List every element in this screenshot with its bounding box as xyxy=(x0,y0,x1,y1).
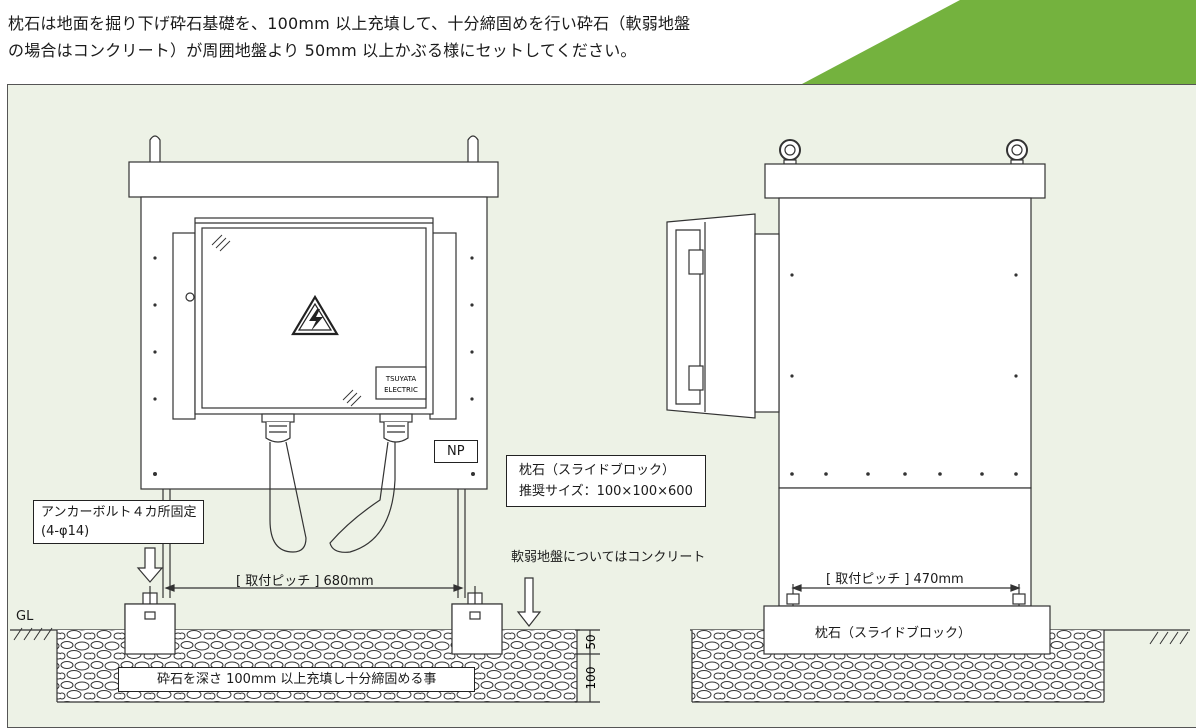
cable-right xyxy=(329,441,396,553)
cable-gland-right xyxy=(379,413,413,443)
side-eye-bolt-right xyxy=(1006,139,1028,165)
pitch-front-label: [ 取付ピッチ ] 680mm xyxy=(236,574,374,589)
front-lifting-hook-right xyxy=(467,135,479,162)
front-roof xyxy=(128,161,499,198)
soft-ground-label: 軟弱地盤についてはコンクリート xyxy=(511,550,706,565)
maker-logo xyxy=(375,366,427,400)
side-body xyxy=(778,197,1032,489)
side-eye-bolt-left xyxy=(779,139,801,165)
lock-icon xyxy=(185,292,195,302)
side-pillow-stone xyxy=(763,605,1051,655)
side-roof xyxy=(764,163,1046,199)
side-base-frame xyxy=(778,487,1032,607)
gravel-note: 砕石を深さ 100mm 以上充填し十分締固める事 xyxy=(118,667,476,692)
pillow-stone-note-line-1: 枕石（スライドブロック） xyxy=(519,463,676,478)
pillow-stone-note-line-2: 推奨サイズ：100×100×600 xyxy=(519,484,693,499)
gl-label: GL xyxy=(16,609,34,624)
intro-text: 枕石は地面を掘り下げ砕石基礎を、100mm 以上充填して、十分締固めを行い砕石（… xyxy=(8,10,808,64)
maker-logo-line1: TSUYATA xyxy=(385,375,417,383)
front-lifting-hook-left xyxy=(149,135,161,162)
np-plate: NP xyxy=(434,440,478,463)
intro-line-2: の場合はコンクリート）が周囲地盤より 50mm 以上かぶる様にセットしてください… xyxy=(8,41,637,60)
anchor-note-line-1: アンカーボルト４カ所固定 xyxy=(41,505,197,520)
anchor-note-line-2: (4-φ14) xyxy=(41,524,90,539)
cable-left xyxy=(269,441,307,553)
pitch-side-label: [ 取付ピッチ ] 470mm xyxy=(826,572,964,587)
maker-logo-line2: ELECTRIC xyxy=(384,386,418,394)
cable-gland-left xyxy=(261,413,295,443)
pillow-stone-note: 枕石（スライドブロック） 推奨サイズ：100×100×600 xyxy=(506,455,706,507)
side-pillow-stone-label: 枕石（スライドブロック） xyxy=(815,626,972,641)
warning-triangle-icon xyxy=(291,294,339,336)
dim-100: 100 xyxy=(584,667,598,690)
intro-line-1: 枕石は地面を掘り下げ砕石基礎を、100mm 以上充填して、十分締固めを行い砕石（… xyxy=(8,14,691,33)
green-corner-accent xyxy=(802,0,1196,84)
soft-ground-arrow xyxy=(516,577,542,627)
anchor-down-arrow xyxy=(136,547,164,583)
anchor-bolt-note: アンカーボルト４カ所固定 (4-φ14) xyxy=(33,500,205,544)
dim-50: 50 xyxy=(584,634,598,649)
side-open-door xyxy=(666,213,780,419)
